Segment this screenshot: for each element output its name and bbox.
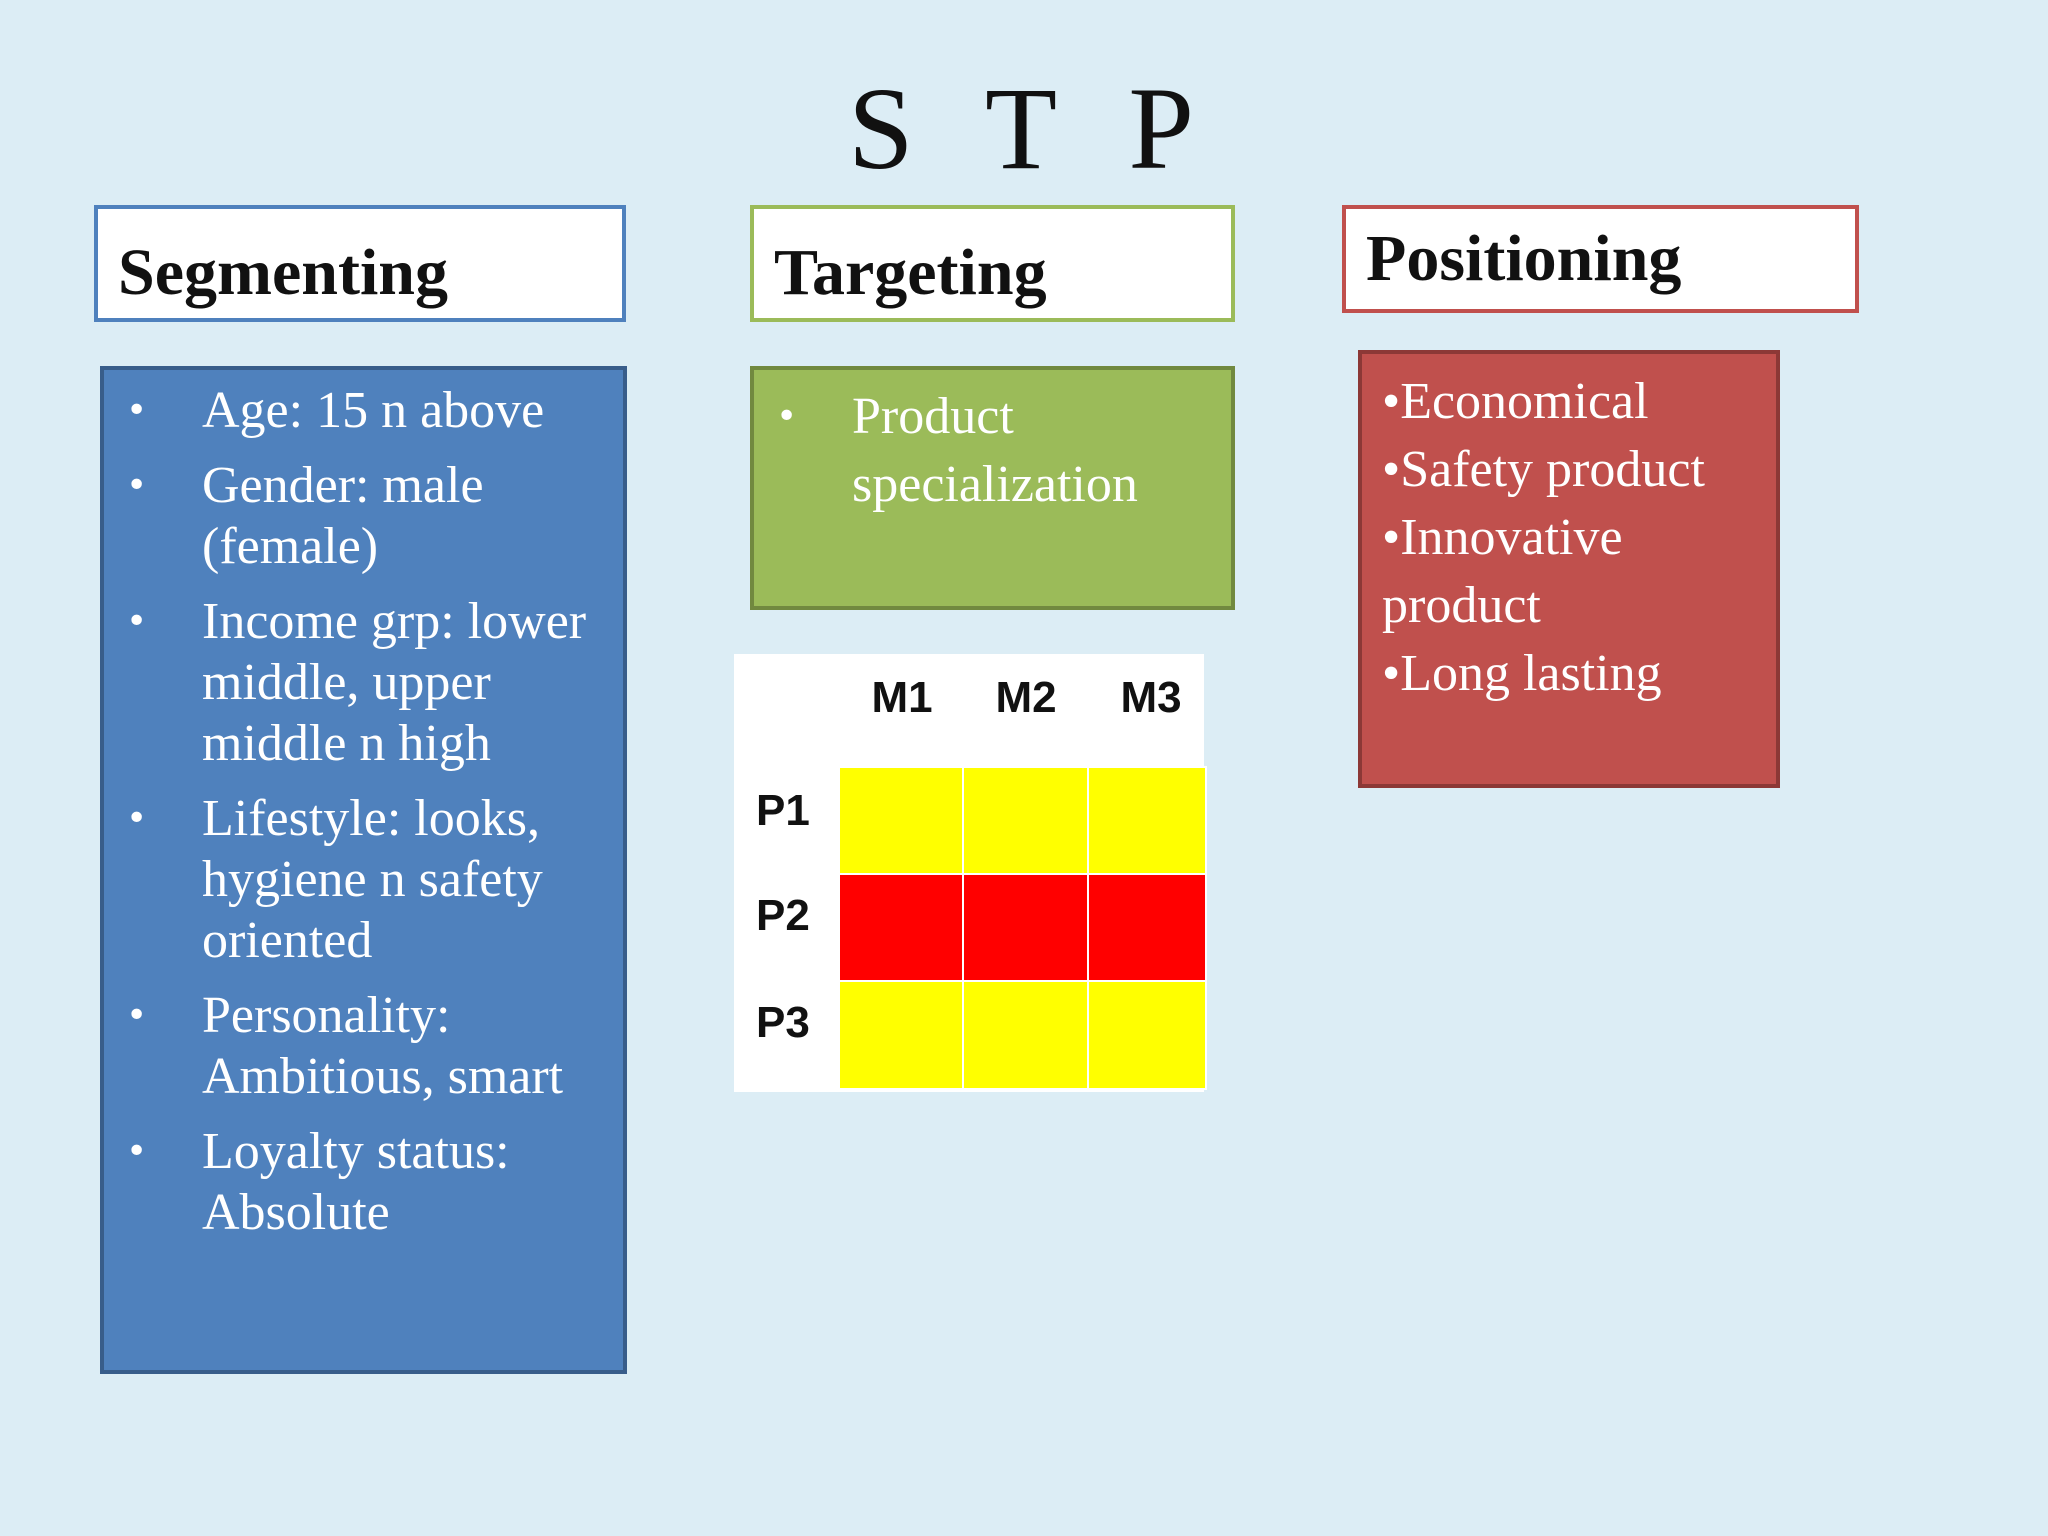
matrix-row-label: P2 [756, 891, 810, 940]
segmenting-item-income: •Income grp: lower middle, upper middle … [126, 593, 587, 772]
segmenting-item-gender: •Gender: male (female) [126, 457, 484, 575]
matrix-cell-p2-m3 [1087, 873, 1207, 982]
bullet-icon: • [126, 995, 148, 1036]
segmenting-item-age: •Age: 15 n above [126, 382, 545, 439]
matrix-cell-p2-m1 [838, 873, 964, 982]
slide-title: S T P [847, 63, 1217, 194]
segmenting-item-personality: •Personality: Ambitious, smart [126, 987, 564, 1105]
bullet-icon: • [126, 465, 148, 506]
matrix-cell-p1-m3 [1087, 766, 1207, 875]
matrix-cell-p1-m1 [838, 766, 964, 875]
positioning-item-safety: •Safety product [1382, 441, 1705, 498]
matrix-cell-p2-m2 [962, 873, 1089, 982]
matrix-cell-p3-m3 [1087, 980, 1207, 1090]
segmenting-list: •Age: 15 n above •Gender: male (female) … [126, 380, 613, 1243]
matrix-column-label: M2 [995, 673, 1057, 722]
matrix-column-label: M1 [871, 673, 933, 722]
segmenting-box: •Age: 15 n above •Gender: male (female) … [100, 366, 627, 1374]
positioning-item-innovative: •Innovative product [1382, 509, 1623, 634]
matrix-cell-p3-m2 [962, 980, 1089, 1090]
bullet-icon: • [126, 1131, 148, 1172]
bullet-icon: • [126, 390, 148, 431]
segmenting-heading: Segmenting [94, 205, 626, 322]
product-market-matrix: M1 M2 M3 P1 P2 P3 [734, 654, 1207, 1092]
matrix-row-label: P3 [756, 998, 810, 1047]
positioning-item-economical: •Economical [1382, 373, 1649, 430]
bullet-icon: • [126, 798, 148, 839]
matrix-cell-p1-m2 [962, 766, 1089, 875]
positioning-item-long-lasting: •Long lasting [1382, 645, 1662, 702]
targeting-heading: Targeting [750, 205, 1235, 322]
targeting-item: •Product specialization [776, 383, 1221, 519]
bullet-icon: • [126, 601, 148, 642]
bullet-icon: • [776, 396, 798, 437]
matrix-cell-p3-m1 [838, 980, 964, 1090]
matrix-row-label: P1 [756, 786, 810, 835]
segmenting-item-lifestyle: •Lifestyle: looks, hygiene n safety orie… [126, 790, 543, 969]
segmenting-item-loyalty: •Loyalty status: Absolute [126, 1123, 510, 1241]
targeting-box: •Product specialization [750, 366, 1235, 610]
positioning-box: •Economical •Safety product •Innovative … [1358, 350, 1780, 788]
positioning-heading: Positioning [1342, 205, 1859, 313]
matrix-column-label: M3 [1120, 673, 1182, 722]
targeting-list: •Product specialization [776, 383, 1221, 519]
